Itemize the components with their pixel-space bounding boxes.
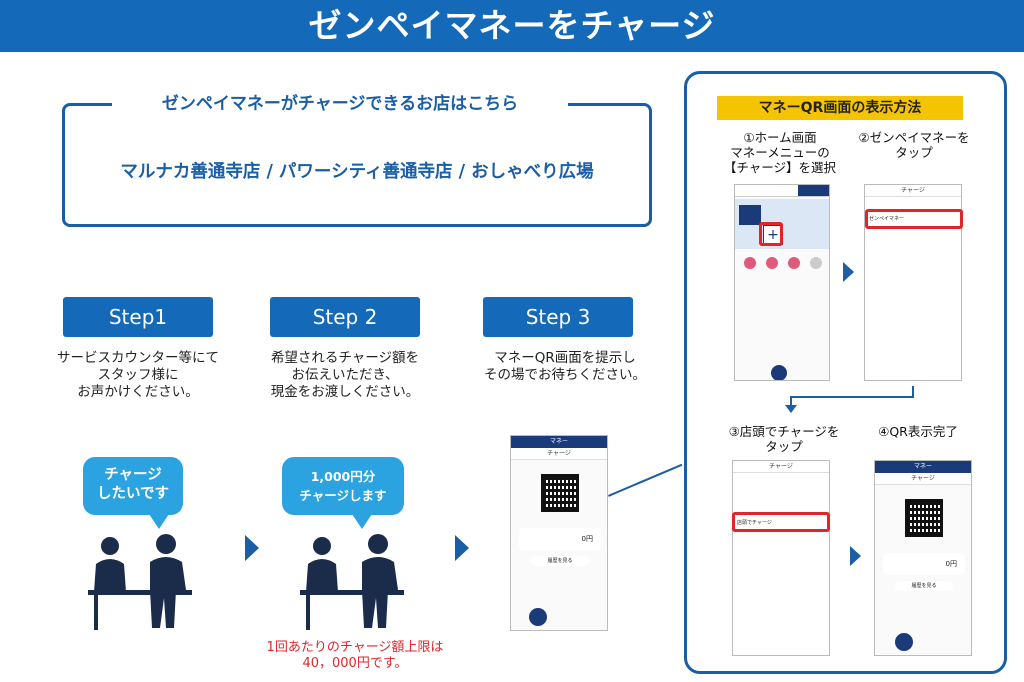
store-list: マルナカ善通寺店 / パワーシティ善通寺店 / おしゃべり広場 — [120, 162, 594, 182]
qr-complete-phone: マネー チャージ 0円 履歴を見る — [874, 460, 972, 656]
phone-tabs — [735, 185, 829, 197]
arrow-right-icon — [455, 535, 469, 561]
charge-limit-note: 1回あたりのチャージ額上限は 40，000円です。 — [266, 640, 444, 671]
connector-line — [790, 396, 792, 406]
select-money-phone: チャージ ゼンペイマネー — [864, 184, 962, 381]
step3-description: マネーQR画面を提示し その場でお待ちください。 — [484, 350, 646, 383]
howto-step2-label: ②ゼンペイマネーを タップ — [858, 130, 970, 160]
highlight-box — [865, 209, 963, 229]
qr-code-icon — [905, 499, 943, 537]
step2-description: 希望されるチャージ額を お伝えいただき、 現金をお渡しください。 — [270, 350, 420, 400]
home-screen-phone: + — [734, 184, 830, 381]
howto-step1-label: ①ホーム画面 マネーメニューの 【チャージ】を選択 — [723, 130, 837, 175]
money-balance: 0円 — [519, 528, 601, 550]
highlight-box — [732, 512, 830, 532]
phone-title: マネー — [875, 461, 971, 473]
step2-label: Step 2 — [270, 297, 420, 337]
phone3-item[interactable]: 店頭でチャージ — [737, 520, 772, 526]
qr-tab-icon[interactable] — [771, 365, 787, 380]
arrow-down-icon — [785, 405, 797, 413]
step1-label: Step1 — [63, 297, 213, 337]
connector-line — [790, 396, 914, 398]
arrow-right-icon — [843, 262, 854, 282]
qr-code-icon — [541, 474, 579, 512]
page-title: ゼンペイマネーをチャージ — [0, 0, 1024, 52]
phone2-item[interactable]: ゼンペイマネー — [869, 216, 905, 222]
store-charge-phone: チャージ 店頭でチャージ — [732, 460, 830, 656]
store-box-title: ゼンペイマネーがチャージできるお店はこちら — [112, 92, 568, 116]
phone-subtitle: チャージ — [511, 448, 607, 460]
phone3-title: チャージ — [733, 461, 829, 473]
phone-subtitle: チャージ — [875, 473, 971, 485]
menu-icons — [739, 257, 827, 273]
counter-people-icon-2 — [300, 534, 404, 630]
money-balance: 0円 — [883, 553, 965, 575]
money-qr-phone: マネー チャージ 0円 履歴を見る — [510, 435, 608, 631]
connector-line — [912, 386, 914, 398]
qr-tab-icon[interactable] — [529, 608, 547, 626]
speech-bubble-customer: チャージ したいです — [83, 457, 183, 529]
highlight-box — [759, 222, 783, 246]
howto-banner: マネーQR画面の表示方法 — [717, 96, 963, 120]
logo-icon — [739, 205, 761, 225]
history-button[interactable]: 履歴を見る — [531, 556, 589, 566]
step3-label: Step 3 — [483, 297, 633, 337]
howto-step3-label: ③店頭でチャージを タップ — [728, 424, 840, 454]
arrow-right-icon — [850, 546, 861, 566]
howto-step4-label: ④QR表示完了 — [878, 424, 958, 439]
connector-line — [608, 463, 683, 497]
howto-panel — [684, 71, 1007, 674]
step1-description: サービスカウンター等にて スタッフ様に お声かけください。 — [57, 350, 219, 400]
qr-tab-icon[interactable] — [895, 633, 913, 651]
history-button[interactable]: 履歴を見る — [895, 581, 953, 591]
counter-people-icon — [88, 534, 192, 630]
phone2-title: チャージ — [865, 185, 961, 197]
arrow-right-icon — [245, 535, 259, 561]
speech-bubble-amount: 1,000円分 チャージします — [282, 457, 404, 529]
phone-title: マネー — [511, 436, 607, 448]
